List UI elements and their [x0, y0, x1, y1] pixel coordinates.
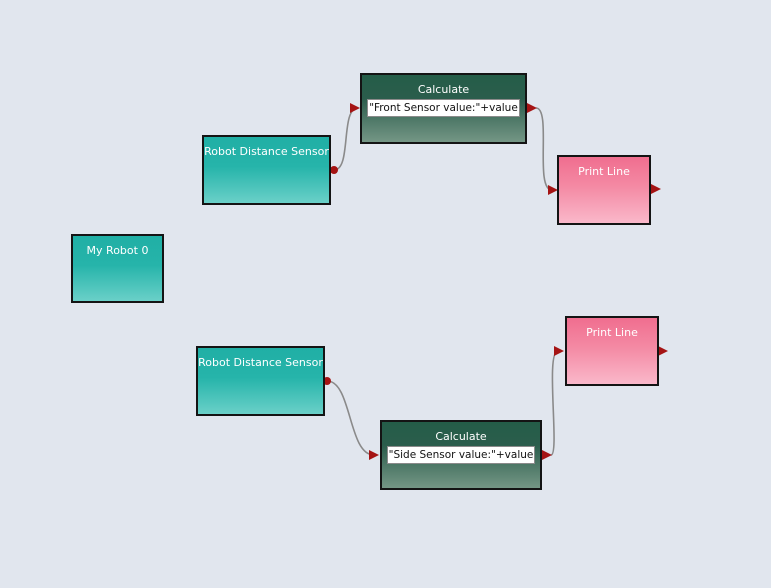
node-calculate-bottom[interactable]: Calculate "Side Sensor value:"+value: [380, 420, 542, 490]
node-title: Calculate: [417, 83, 470, 96]
node-print-line-top[interactable]: Print Line: [557, 155, 651, 225]
wire-calc-top-to-print-top: [535, 107, 553, 191]
input-port-print-bottom[interactable]: [554, 346, 564, 356]
expression-input[interactable]: "Front Sensor value:"+value: [367, 99, 520, 117]
expression-input[interactable]: "Side Sensor value:"+value: [387, 446, 535, 464]
wire-calc-bottom-to-print-bottom: [550, 350, 559, 456]
node-title: Print Line: [586, 326, 638, 339]
node-robot-distance-sensor-top[interactable]: Robot Distance Sensor: [202, 135, 331, 205]
node-robot-distance-sensor-bottom[interactable]: Robot Distance Sensor: [196, 346, 325, 416]
input-port-calc-top[interactable]: [350, 103, 360, 113]
output-port-sensor-top[interactable]: [330, 166, 338, 174]
node-title: Print Line: [578, 165, 630, 178]
node-title: Robot Distance Sensor: [198, 356, 323, 369]
input-port-calc-bottom[interactable]: [369, 450, 379, 460]
node-print-line-bottom[interactable]: Print Line: [565, 316, 659, 386]
node-title: Calculate: [435, 430, 487, 443]
wire-sensor-top-to-calc-top: [333, 107, 359, 171]
node-title: My Robot 0: [86, 244, 149, 257]
node-calculate-top[interactable]: Calculate "Front Sensor value:"+value: [360, 73, 527, 144]
output-port-print-bottom[interactable]: [658, 346, 668, 356]
wire-sensor-bottom-to-calc-bottom: [326, 380, 375, 456]
output-port-calc-bottom[interactable]: [542, 450, 552, 460]
output-port-calc-top[interactable]: [527, 103, 537, 113]
node-my-robot[interactable]: My Robot 0: [71, 234, 164, 303]
output-port-print-top[interactable]: [651, 184, 661, 194]
node-title: Robot Distance Sensor: [204, 145, 329, 158]
